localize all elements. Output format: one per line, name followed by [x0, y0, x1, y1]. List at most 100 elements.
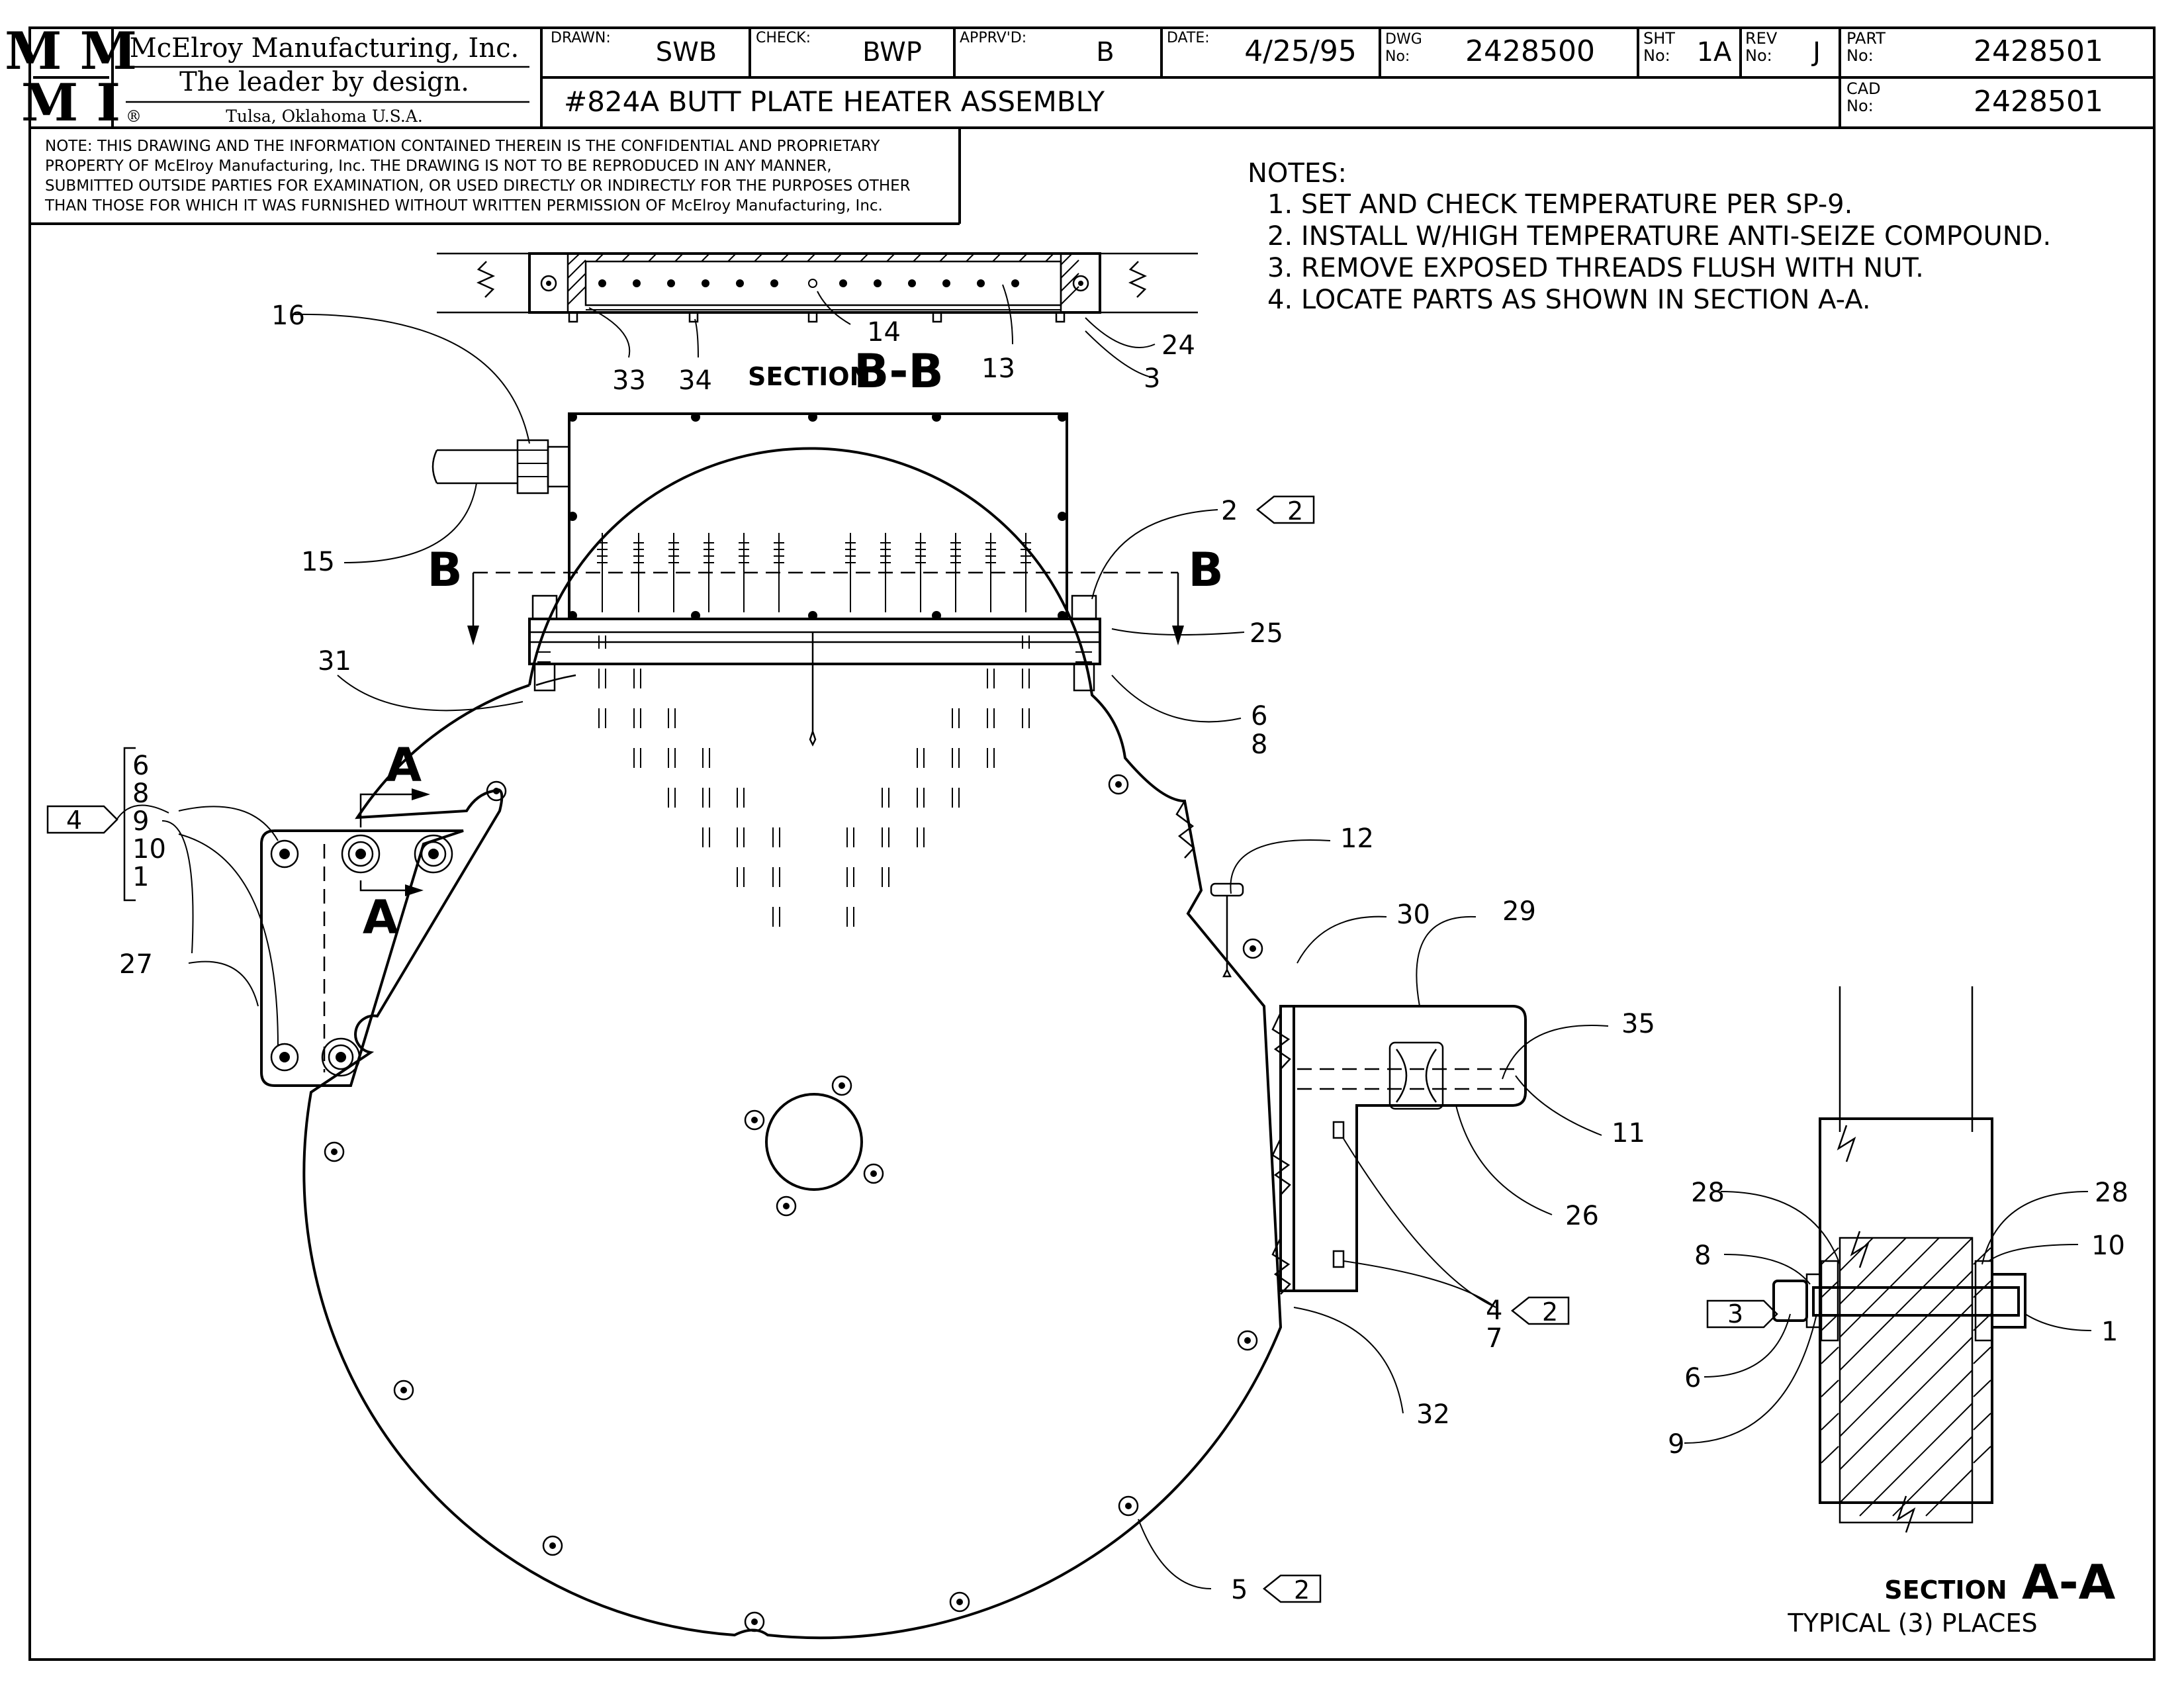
section-bb-word: SECTION	[748, 362, 870, 391]
check-label: CHECK:	[756, 30, 811, 46]
company-name: McElroy Manufacturing, Inc.	[130, 33, 519, 64]
sht-label-2: No:	[1643, 46, 1670, 65]
stack-9: 9	[132, 806, 149, 837]
company-location: Tulsa, Oklahoma U.S.A.	[226, 107, 423, 126]
dwg-value: 2428500	[1465, 34, 1595, 68]
title-block: M M M I McElroy Manufacturing, Inc. The …	[5, 21, 2154, 225]
callout-27: 27	[119, 949, 153, 980]
date-value: 4/25/95	[1244, 34, 1357, 68]
callout-34: 34	[678, 365, 712, 396]
logo-top: M M	[5, 21, 137, 81]
stack-10: 10	[132, 834, 166, 865]
callout-2: 2	[1221, 496, 1238, 526]
sht-value: 1A	[1697, 37, 1732, 68]
flag-3: 3	[1727, 1299, 1743, 1329]
confidential-line-1: NOTE: THIS DRAWING AND THE INFORMATION C…	[45, 138, 880, 155]
section-aa-label: A-A	[2022, 1554, 2116, 1610]
cad-value: 2428501	[1974, 85, 2103, 118]
flag-2-top: 2	[1287, 496, 1303, 526]
note-2: 2. INSTALL W/HIGH TEMPERATURE ANTI-SEIZE…	[1267, 221, 2051, 252]
part-value: 2428501	[1974, 34, 2103, 68]
notes-block: NOTES: 1. SET AND CHECK TEMPERATURE PER …	[1248, 158, 2051, 315]
confidential-line-4: THAN THOSE FOR WHICH IT WAS FURNISHED WI…	[44, 197, 883, 214]
callout-1-aa: 1	[2101, 1317, 2118, 1347]
sheet-border	[28, 26, 2156, 1661]
dwg-label-1: DWG	[1385, 31, 1422, 48]
callout-25: 25	[1250, 618, 1283, 649]
callout-24: 24	[1161, 330, 1195, 361]
part-label-1: PART	[1846, 29, 1886, 48]
logo-bottom: M I	[21, 73, 120, 133]
cut-line-bb: B B	[427, 543, 1224, 645]
section-bb-label: B-B	[854, 344, 944, 399]
callout-7: 7	[1486, 1323, 1502, 1354]
callout-8-top: 8	[1251, 729, 1267, 760]
callout-35: 35	[1621, 1009, 1655, 1039]
dwg-label-2: No:	[1385, 48, 1410, 65]
callout-29: 29	[1502, 896, 1536, 927]
callout-30: 30	[1396, 900, 1430, 930]
check-value: BWP	[862, 37, 922, 68]
part-label-2: No:	[1846, 46, 1874, 65]
flag-2-bot: 2	[1294, 1575, 1310, 1605]
confidential-line-2: PROPERTY OF McElroy Manufacturing, Inc. …	[45, 158, 832, 175]
callout-32: 32	[1416, 1399, 1450, 1430]
butt-plate	[302, 447, 1291, 1640]
callout-8-aa: 8	[1694, 1241, 1711, 1271]
drawn-value: SWB	[656, 37, 717, 68]
callout-3: 3	[1144, 363, 1160, 394]
callout-33: 33	[612, 365, 646, 396]
company-slogan: The leader by design.	[179, 67, 469, 97]
section-aa-typical: TYPICAL (3) PLACES	[1787, 1609, 2037, 1638]
callout-11: 11	[1612, 1118, 1645, 1149]
left-bracket: A A	[260, 738, 464, 1087]
callout-6-aa: 6	[1684, 1363, 1701, 1393]
callout-13: 13	[981, 353, 1015, 384]
confidential-line-3: SUBMITTED OUTSIDE PARTIES FOR EXAMINATIO…	[45, 177, 911, 195]
registered-mark: ®	[126, 107, 142, 126]
hidden-heater-elements	[598, 635, 1030, 927]
rev-label-2: No:	[1745, 46, 1772, 65]
callouts: 16 15 33 34 14 13 24 3 2 25 31 6 8 12 30…	[119, 301, 2128, 1605]
right-bracket	[1279, 1005, 1527, 1292]
section-aa-view: SECTION A-A TYPICAL (3) PLACES	[1772, 986, 2116, 1638]
cut-label-b-right: B	[1188, 543, 1223, 597]
drawn-label: DRAWN:	[551, 30, 611, 46]
callout-31: 31	[318, 646, 351, 677]
date-label: DATE:	[1167, 30, 1210, 46]
note-3: 3. REMOVE EXPOSED THREADS FLUSH WITH NUT…	[1267, 253, 1924, 283]
stack-1: 1	[132, 862, 149, 892]
cut-label-b-left: B	[427, 543, 462, 597]
cut-label-a-bottom: A	[363, 890, 398, 945]
section-bb-view: SECTION B-B	[437, 252, 1198, 399]
cut-label-a-top: A	[386, 738, 422, 792]
heater-housing	[432, 412, 1101, 747]
flag-2-mid: 2	[1542, 1297, 1558, 1327]
stack-6: 6	[132, 751, 149, 781]
callout-5: 5	[1231, 1575, 1248, 1605]
section-aa-word: SECTION	[1884, 1575, 2007, 1605]
callout-6-top: 6	[1251, 701, 1267, 731]
callout-28-right: 28	[2095, 1178, 2128, 1208]
cad-label-2: No:	[1846, 97, 1874, 115]
rev-label-1: REV	[1745, 29, 1778, 48]
callout-12: 12	[1340, 823, 1374, 854]
leader-lines	[115, 284, 2092, 1589]
callout-28-left: 28	[1691, 1178, 1725, 1208]
note-flags: 2 2 2 4 3	[46, 495, 1778, 1605]
notes-heading: NOTES:	[1248, 158, 1347, 189]
sht-label-1: SHT	[1643, 29, 1675, 48]
flag-4: 4	[66, 806, 82, 835]
callout-14: 14	[867, 317, 901, 348]
rev-value: J	[1811, 37, 1821, 68]
callout-26: 26	[1565, 1201, 1599, 1231]
callout-15: 15	[301, 547, 335, 577]
stack-8: 8	[132, 778, 149, 809]
callout-9-aa: 9	[1668, 1429, 1684, 1460]
callout-4: 4	[1486, 1295, 1502, 1326]
callout-10-aa: 10	[2091, 1231, 2125, 1261]
apprvd-value: B	[1096, 37, 1114, 68]
cad-label-1: CAD	[1846, 79, 1881, 98]
drawing-title: #824A BUTT PLATE HEATER ASSEMBLY	[564, 85, 1105, 118]
